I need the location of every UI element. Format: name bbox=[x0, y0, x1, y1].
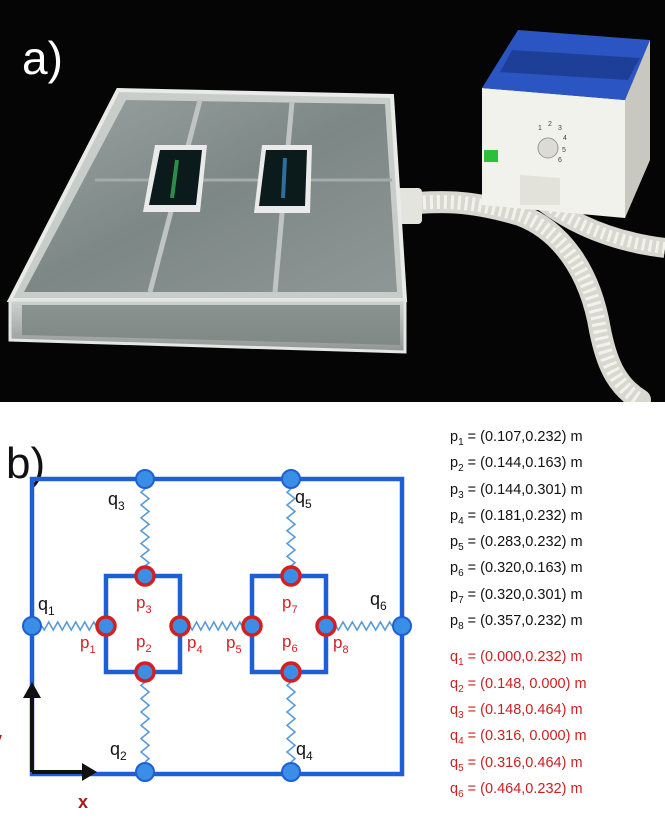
sensor-pad-left bbox=[143, 145, 207, 212]
node-q3 bbox=[135, 469, 155, 489]
p7-label: p7 bbox=[282, 593, 298, 616]
node-q5 bbox=[281, 469, 301, 489]
p-row-7: p7 = (0.320,0.301) m bbox=[450, 586, 583, 606]
inner-square-left bbox=[103, 573, 183, 675]
panel-a-label: a) bbox=[22, 32, 63, 84]
apparatus-photo: 1 2 3 4 5 6 a) bbox=[6, 30, 665, 411]
spring-network-diagram: b) q1 q2 q3 q4 q5 q6 p1 p2 p3 p4 p5 p6 p… bbox=[0, 402, 665, 830]
q-row-1: q1 = (0.000,0.232) m bbox=[450, 649, 583, 669]
q5-label: q5 bbox=[295, 487, 312, 511]
dial-number-6: 6 bbox=[558, 157, 562, 164]
dial-number-3: 3 bbox=[558, 125, 562, 132]
p-row-8: p8 = (0.357,0.232) m bbox=[450, 613, 583, 632]
spring-p2-q2 bbox=[139, 681, 151, 763]
coordinate-list: p1 = (0.107,0.232) m p2 = (0.144,0.163) … bbox=[450, 427, 662, 805]
sensor-pad-right bbox=[254, 145, 312, 213]
q-row-6: q6 = (0.464,0.232) m bbox=[450, 780, 583, 800]
dial-number-5: 5 bbox=[562, 147, 566, 154]
q-point-list: q1 = (0.000,0.232) m q2 = (0.148, 0.000)… bbox=[450, 647, 662, 805]
p5-label: p5 bbox=[226, 633, 242, 656]
p-row-3: p3 = (0.144,0.301) m bbox=[450, 481, 583, 501]
node-p2 bbox=[134, 661, 156, 683]
q6-label: q6 bbox=[370, 589, 387, 613]
node-p5 bbox=[241, 615, 263, 637]
p1-label: p1 bbox=[80, 633, 96, 656]
spring-p6-q4 bbox=[285, 681, 297, 763]
spring-q1-p1 bbox=[41, 620, 97, 632]
node-p8 bbox=[315, 615, 337, 637]
spring-q5-p7 bbox=[285, 488, 297, 567]
q3-label: q3 bbox=[108, 489, 125, 513]
q2-label: q2 bbox=[110, 739, 127, 763]
p4-label: p4 bbox=[187, 633, 203, 656]
p-row-4: p4 = (0.181,0.232) m bbox=[450, 507, 583, 527]
node-q2 bbox=[135, 762, 155, 782]
coordinate-axes: x y bbox=[0, 682, 97, 812]
spring-q3-p3 bbox=[139, 488, 151, 567]
dial-number-2: 2 bbox=[548, 121, 552, 128]
node-q6 bbox=[392, 616, 412, 636]
node-p6 bbox=[280, 661, 302, 683]
q-row-2: q2 = (0.148, 0.000) m bbox=[450, 675, 587, 695]
q-row-3: q3 = (0.148,0.464) m bbox=[450, 701, 583, 721]
spring-p4-p5 bbox=[189, 620, 243, 632]
p2-label: p2 bbox=[136, 632, 152, 655]
dial-number-1: 1 bbox=[538, 125, 542, 132]
y-arrowhead-icon bbox=[23, 682, 41, 698]
node-p7 bbox=[280, 565, 302, 587]
blower-unit: 1 2 3 4 5 6 bbox=[482, 30, 650, 218]
photo-panel: 1 2 3 4 5 6 a) bbox=[0, 0, 665, 411]
p6-label: p6 bbox=[282, 632, 298, 655]
q-row-4: q4 = (0.316, 0.000) m bbox=[450, 728, 587, 748]
node-q1 bbox=[22, 616, 42, 636]
y-axis-label: y bbox=[0, 729, 2, 749]
spring-connections bbox=[41, 488, 393, 763]
node-markers bbox=[22, 469, 412, 782]
p-row-1: p1 = (0.107,0.232) m bbox=[450, 429, 583, 448]
q1-label: q1 bbox=[38, 594, 55, 618]
x-axis-label: x bbox=[78, 792, 88, 812]
power-switch-icon bbox=[484, 150, 498, 162]
x-arrowhead-icon bbox=[82, 763, 97, 781]
p3-label: p3 bbox=[136, 593, 152, 616]
node-q4 bbox=[281, 762, 301, 782]
node-p3 bbox=[134, 565, 156, 587]
acrylic-box bbox=[6, 87, 408, 354]
q4-label: q4 bbox=[296, 739, 313, 763]
p8-label: p8 bbox=[333, 633, 349, 656]
q-row-5: q5 = (0.316,0.464) m bbox=[450, 754, 583, 774]
inner-square-right bbox=[249, 573, 329, 675]
dial-number-4: 4 bbox=[563, 135, 567, 142]
speed-dial-icon bbox=[537, 137, 559, 159]
node-p4 bbox=[169, 615, 191, 637]
p-row-5: p5 = (0.283,0.232) m bbox=[450, 534, 583, 554]
spring-p8-q6 bbox=[335, 620, 393, 632]
p-point-list: p1 = (0.107,0.232) m p2 = (0.144,0.163) … bbox=[450, 427, 662, 637]
p-row-2: p2 = (0.144,0.163) m bbox=[450, 455, 583, 475]
p-row-6: p6 = (0.320,0.163) m bbox=[450, 560, 583, 580]
node-p1 bbox=[95, 615, 117, 637]
